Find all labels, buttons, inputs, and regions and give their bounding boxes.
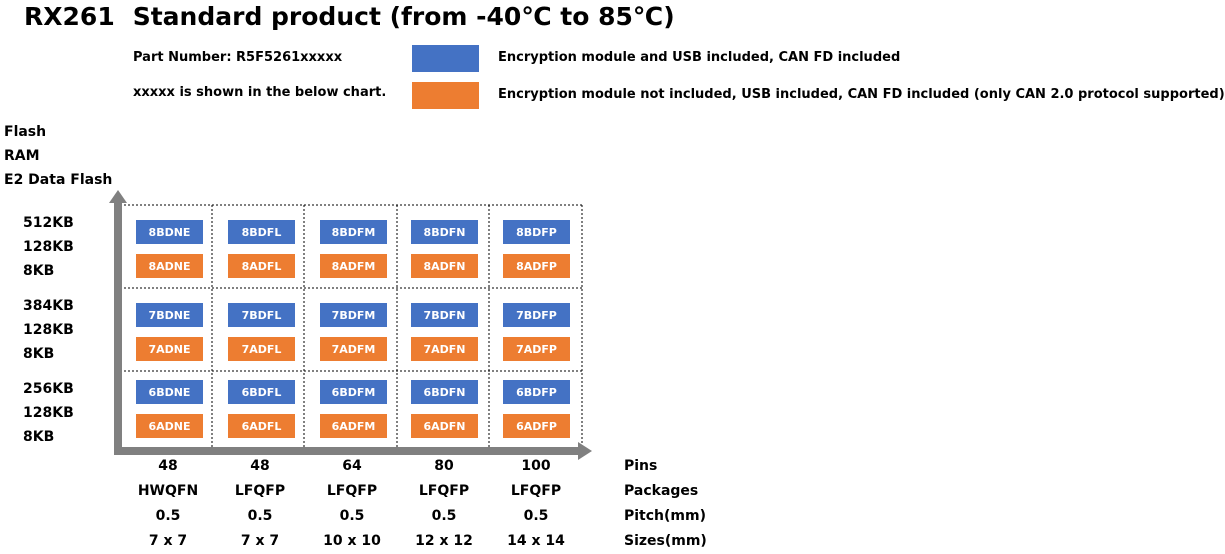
column-pins: 64 (342, 458, 362, 474)
legend-label-orange: Encryption module not included, USB incl… (498, 87, 1225, 102)
row-3-ram: 128KB (23, 405, 74, 421)
part-code-8ADFL: 8ADFL (228, 254, 295, 278)
y-axis-label-flash: Flash (4, 124, 47, 140)
part-code-8BDFP: 8BDFP (503, 220, 570, 244)
part-code-6BDFL: 6BDFL (228, 380, 295, 404)
part-number-note: Part Number: R5F5261xxxxx (133, 50, 343, 65)
page-title: RX261 Standard product (from -40℃ to 85℃) (24, 2, 675, 31)
column-package: LFQFP (418, 483, 470, 499)
column-pitch: 0.5 (155, 508, 181, 524)
part-code-7ADFN: 7ADFN (411, 337, 478, 361)
part-code-8ADFP: 8ADFP (503, 254, 570, 278)
title-model: RX261 (24, 2, 115, 31)
y-axis-bar (114, 200, 122, 454)
column-pitch: 0.5 (339, 508, 365, 524)
part-code-6ADFN: 6ADFN (411, 414, 478, 438)
legend-swatch-blue (412, 45, 479, 72)
chart-note: xxxxx is shown in the below chart. (133, 85, 387, 100)
column-pins: 48 (250, 458, 270, 474)
y-axis-label-ram: RAM (4, 148, 40, 164)
part-code-6BDFM: 6BDFM (320, 380, 387, 404)
header-pins: Pins (624, 458, 658, 474)
column-size: 7 x 7 (148, 533, 188, 549)
part-code-6BDFN: 6BDFN (411, 380, 478, 404)
column-4-info: 80 LFQFP 0.5 12 x 12 (404, 454, 484, 554)
column-pins: 48 (158, 458, 178, 474)
part-code-6BDFP: 6BDFP (503, 380, 570, 404)
part-code-7ADNE: 7ADNE (136, 337, 203, 361)
column-pitch: 0.5 (247, 508, 273, 524)
part-code-8BDFN: 8BDFN (411, 220, 478, 244)
part-code-8ADNE: 8ADNE (136, 254, 203, 278)
column-pins: 80 (434, 458, 454, 474)
part-code-7ADFL: 7ADFL (228, 337, 295, 361)
part-code-6ADFP: 6ADFP (503, 414, 570, 438)
column-2-info: 48 LFQFP 0.5 7 x 7 (220, 454, 300, 554)
part-code-7BDNE: 7BDNE (136, 303, 203, 327)
column-5-info: 100 LFQFP 0.5 14 x 14 (496, 454, 576, 554)
part-code-6ADNE: 6ADNE (136, 414, 203, 438)
part-code-6ADFM: 6ADFM (320, 414, 387, 438)
x-axis-arrow (578, 442, 592, 460)
header-sizes: Sizes(mm) (624, 533, 707, 549)
column-package: HWQFN (137, 483, 199, 499)
column-package: LFQFP (326, 483, 378, 499)
part-code-7BDFN: 7BDFN (411, 303, 478, 327)
part-code-8BDNE: 8BDNE (136, 220, 203, 244)
part-code-7ADFP: 7ADFP (503, 337, 570, 361)
column-size: 14 x 14 (507, 533, 565, 549)
header-pitch: Pitch(mm) (624, 508, 706, 524)
part-code-6ADFL: 6ADFL (228, 414, 295, 438)
x-axis-bar (114, 447, 580, 455)
part-code-8BDFM: 8BDFM (320, 220, 387, 244)
row-1-flash: 512KB (23, 215, 74, 231)
row-1-e2: 8KB (23, 263, 55, 279)
row-2-e2: 8KB (23, 346, 55, 362)
row-3-e2: 8KB (23, 429, 55, 445)
part-code-6BDNE: 6BDNE (136, 380, 203, 404)
grid-lines (120, 204, 583, 447)
column-pitch: 0.5 (431, 508, 457, 524)
row-2-ram: 128KB (23, 322, 74, 338)
column-package: LFQFP (234, 483, 286, 499)
row-1-ram: 128KB (23, 239, 74, 255)
y-axis-arrow (109, 190, 127, 203)
part-code-7BDFM: 7BDFM (320, 303, 387, 327)
row-3-memory: 256KB 128KB 8KB (23, 377, 74, 449)
row-2-memory: 384KB 128KB 8KB (23, 294, 74, 366)
legend-label-blue: Encryption module and USB included, CAN … (498, 50, 901, 65)
y-axis-label-e2: E2 Data Flash (4, 172, 113, 188)
title-text: Standard product (from -40℃ to 85℃) (132, 2, 675, 31)
legend-swatch-orange (412, 82, 479, 109)
part-code-7BDFP: 7BDFP (503, 303, 570, 327)
column-package: LFQFP (510, 483, 562, 499)
header-packages: Packages (624, 483, 699, 499)
row-2-flash: 384KB (23, 298, 74, 314)
column-size: 10 x 10 (323, 533, 381, 549)
part-code-8ADFN: 8ADFN (411, 254, 478, 278)
row-1-memory: 512KB 128KB 8KB (23, 211, 74, 283)
part-code-7ADFM: 7ADFM (320, 337, 387, 361)
column-pitch: 0.5 (523, 508, 549, 524)
row-3-flash: 256KB (23, 381, 74, 397)
part-code-8BDFL: 8BDFL (228, 220, 295, 244)
part-code-8ADFM: 8ADFM (320, 254, 387, 278)
column-3-info: 64 LFQFP 0.5 10 x 10 (312, 454, 392, 554)
column-size: 12 x 12 (415, 533, 473, 549)
column-1-info: 48 HWQFN 0.5 7 x 7 (128, 454, 208, 554)
column-pins: 100 (521, 458, 551, 474)
column-size: 7 x 7 (240, 533, 280, 549)
part-code-7BDFL: 7BDFL (228, 303, 295, 327)
